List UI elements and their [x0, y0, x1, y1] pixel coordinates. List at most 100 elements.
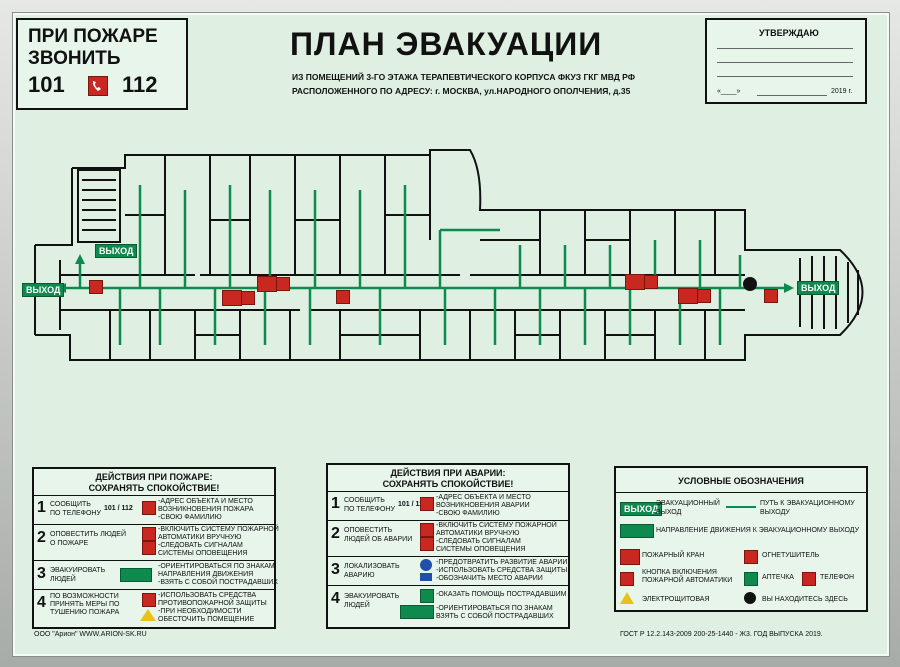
- legend-alarm-button-icon: [620, 572, 634, 586]
- accident-step-detail: ВОЗНИКНОВЕНИЯ АВАРИИ: [436, 502, 530, 509]
- signature-line: [717, 62, 853, 63]
- fire-step-detail: -ОРИЕНТИРОВАТЬСЯ ПО ЗНАКАМ: [158, 563, 275, 570]
- extinguisher-icon: [276, 277, 290, 291]
- fire-step-detail: СИСТЕМЫ ОПОВЕЩЕНИЯ: [158, 550, 248, 557]
- fire-hydrant-icon: [222, 290, 242, 306]
- fire-step-text: ПО ТЕЛЕФОНУ: [50, 510, 101, 517]
- legend-text: ЭВАКУАЦИОННЫЙ: [656, 500, 720, 507]
- legend-you-are-here-icon: [744, 592, 756, 604]
- extinguisher-icon: [241, 291, 255, 305]
- signature-line: [717, 48, 853, 49]
- fire-step-text: ЛЮДЕЙ: [50, 576, 76, 583]
- fire-step-number: 3: [37, 565, 46, 582]
- alarm-button-icon: [764, 289, 778, 303]
- accident-step-detail: -СЛЕДОВАТЬ СИГНАЛАМ: [436, 538, 521, 545]
- fire-step-detail: -СВОЮ ФАМИЛИЮ: [158, 514, 222, 521]
- fire-step-detail: -АДРЕС ОБЪЕКТА И МЕСТО: [158, 498, 253, 505]
- accident-step-text: ЛЮДЕЙ: [344, 602, 370, 609]
- legend-first-aid-icon: [744, 572, 758, 586]
- accident-step-number: 4: [331, 590, 340, 607]
- legend-phone-icon: [802, 572, 816, 586]
- legend-text: ПУТЬ К ЭВАКУАЦИОННОМУ: [760, 500, 855, 507]
- fire-call-box: ПРИ ПОЖАРЕ ЗВОНИТЬ 101 112: [16, 18, 188, 110]
- accident-step-text: ЛОКАЛИЗОВАТЬ: [344, 563, 400, 570]
- accident-step-text: ОПОВЕСТИТЬ: [344, 527, 393, 534]
- alarm-button-icon: [89, 280, 103, 294]
- approval-year: 2019 г.: [831, 88, 853, 95]
- fire-step-detail: -ВЗЯТЬ С СОБОЙ ПОСТРАДАВШИХ: [158, 579, 278, 586]
- page-title: ПЛАН ЭВАКУАЦИИ: [290, 26, 603, 62]
- fire-step-number: 2: [37, 529, 46, 546]
- exit-sign-stair: ВЫХОД: [95, 244, 138, 258]
- fire-step-detail: АВТОМАТИКИ ВРУЧНУЮ: [158, 534, 242, 541]
- direction-sign-icon: [400, 605, 434, 619]
- accident-step-detail: АВТОМАТИКИ ВРУЧНУЮ: [436, 530, 520, 537]
- phone-icon: [336, 290, 350, 304]
- accident-step-text: СООБЩИТЬ: [344, 497, 385, 504]
- phone-icon: [88, 76, 108, 96]
- alarm-button-icon: [420, 523, 434, 537]
- accident-step-text: ЭВАКУИРОВАТЬ: [344, 593, 400, 600]
- legend-exit-sign: ВЫХОД: [620, 502, 663, 516]
- fire-actions-panel: ДЕЙСТВИЯ ПРИ ПОЖАРЕ: СОХРАНЯТЬ СПОКОЙСТВ…: [32, 467, 279, 629]
- fire-panel-title1: ДЕЙСТВИЯ ПРИ ПОЖАРЕ:: [95, 472, 213, 482]
- accident-step-detail: ВЗЯТЬ С СОБОЙ ПОСТРАДАВШИХ: [436, 613, 554, 620]
- call-number-101: 101: [28, 72, 65, 97]
- date-line: [757, 95, 827, 96]
- fire-step-detail: -ПРИ НЕОБХОДИМОСТИ: [158, 608, 242, 615]
- protection-icon: [420, 559, 432, 571]
- legend-text: АПТЕЧКА: [762, 574, 794, 581]
- accident-step-number: 3: [331, 561, 340, 578]
- phone-icon: [420, 497, 434, 511]
- signature-line: [717, 76, 853, 77]
- accident-step-detail: СИСТЕМЫ ОПОВЕЩЕНИЯ: [436, 546, 526, 553]
- accident-step-detail: -ПРЕДОТВРАТИТЬ РАЗВИТИЕ АВАРИИ: [436, 559, 568, 566]
- footer-gost: ГОСТ Р 12.2.143-2009 200-25-1440 - Ж3. Г…: [620, 631, 823, 638]
- accident-actions-panel: ДЕЙСТВИЯ ПРИ АВАРИИ: СОХРАНЯТЬ СПОКОЙСТВ…: [326, 463, 570, 629]
- fire-step-text: О ПОЖАРЕ: [50, 540, 89, 547]
- fire-step-detail: -ВКЛЮЧИТЬ СИСТЕМУ ПОЖАРНОЙ: [158, 526, 279, 533]
- alarm-icon: [420, 537, 434, 551]
- alarm-button-icon: [142, 527, 156, 541]
- legend-text: ТЕЛЕФОН: [820, 574, 855, 581]
- legend-path-line: [726, 506, 756, 508]
- fire-step-number: 4: [37, 594, 46, 611]
- approval-box: УТВЕРЖДАЮ «____» 2019 г.: [705, 18, 867, 104]
- approval-title: УТВЕРЖДАЮ: [759, 28, 819, 38]
- fire-step-detail: ПРОТИВОПОЖАРНОЙ ЗАЩИТЫ: [158, 600, 267, 607]
- legend-text: ПОЖАРНЫЙ КРАН: [642, 552, 705, 559]
- extinguisher-icon: [697, 289, 711, 303]
- accident-panel-title1: ДЕЙСТВИЯ ПРИ АВАРИИ:: [390, 468, 506, 478]
- accident-step-number: 2: [331, 525, 340, 542]
- legend-electric-icon: [620, 592, 634, 604]
- fire-step-numbers: 101 / 112: [104, 505, 133, 512]
- fire-step-text: ТУШЕНИЮ ПОЖАРА: [50, 609, 120, 616]
- accident-step-text: ЛЮДЕЙ ОБ АВАРИИ: [344, 536, 413, 543]
- exit-sign-right: ВЫХОД: [797, 281, 840, 295]
- legend-hydrant-icon: [620, 549, 640, 565]
- extinguisher-icon: [142, 593, 156, 607]
- legend-title: УСЛОВНЫЕ ОБОЗНАЧЕНИЯ: [678, 476, 804, 486]
- accident-step-detail: -ОБОЗНАЧИТЬ МЕСТО АВАРИИ: [436, 575, 543, 582]
- protection-icon: [420, 573, 432, 581]
- fire-step-number: 1: [37, 499, 46, 516]
- direction-sign-icon: [120, 568, 152, 582]
- accident-step-detail: -ОКАЗАТЬ ПОМОЩЬ ПОСТРАДАВШИМ: [436, 591, 567, 598]
- call-line1: ПРИ ПОЖАРЕ: [28, 26, 158, 47]
- legend-text: ВЫХОДУ: [760, 509, 790, 516]
- approval-date-prefix: «____»: [717, 88, 741, 95]
- legend-text: ПОЖАРНОЙ АВТОМАТИКИ: [642, 577, 733, 584]
- fire-step-text: ЭВАКУИРОВАТЬ: [50, 567, 106, 574]
- you-are-here-marker: [743, 277, 757, 291]
- fire-step-detail: ВОЗНИКНОВЕНИЯ ПОЖАРА: [158, 506, 254, 513]
- fire-step-detail: -СЛЕДОВАТЬ СИГНАЛАМ: [158, 542, 243, 549]
- fire-hydrant-icon: [625, 274, 645, 290]
- fire-panel-title2: СОХРАНЯТЬ СПОКОЙСТВИЕ!: [88, 483, 220, 493]
- first-aid-icon: [420, 589, 434, 603]
- fire-step-text: ПРИНЯТЬ МЕРЫ ПО: [50, 601, 120, 608]
- accident-step-number: 1: [331, 495, 340, 512]
- exit-sign-left: ВЫХОД: [22, 283, 65, 297]
- legend-text: ОГНЕТУШИТЕЛЬ: [762, 552, 820, 559]
- legend-panel: УСЛОВНЫЕ ОБОЗНАЧЕНИЯ ВЫХОД ЭВАКУАЦИОННЫЙ…: [614, 466, 868, 612]
